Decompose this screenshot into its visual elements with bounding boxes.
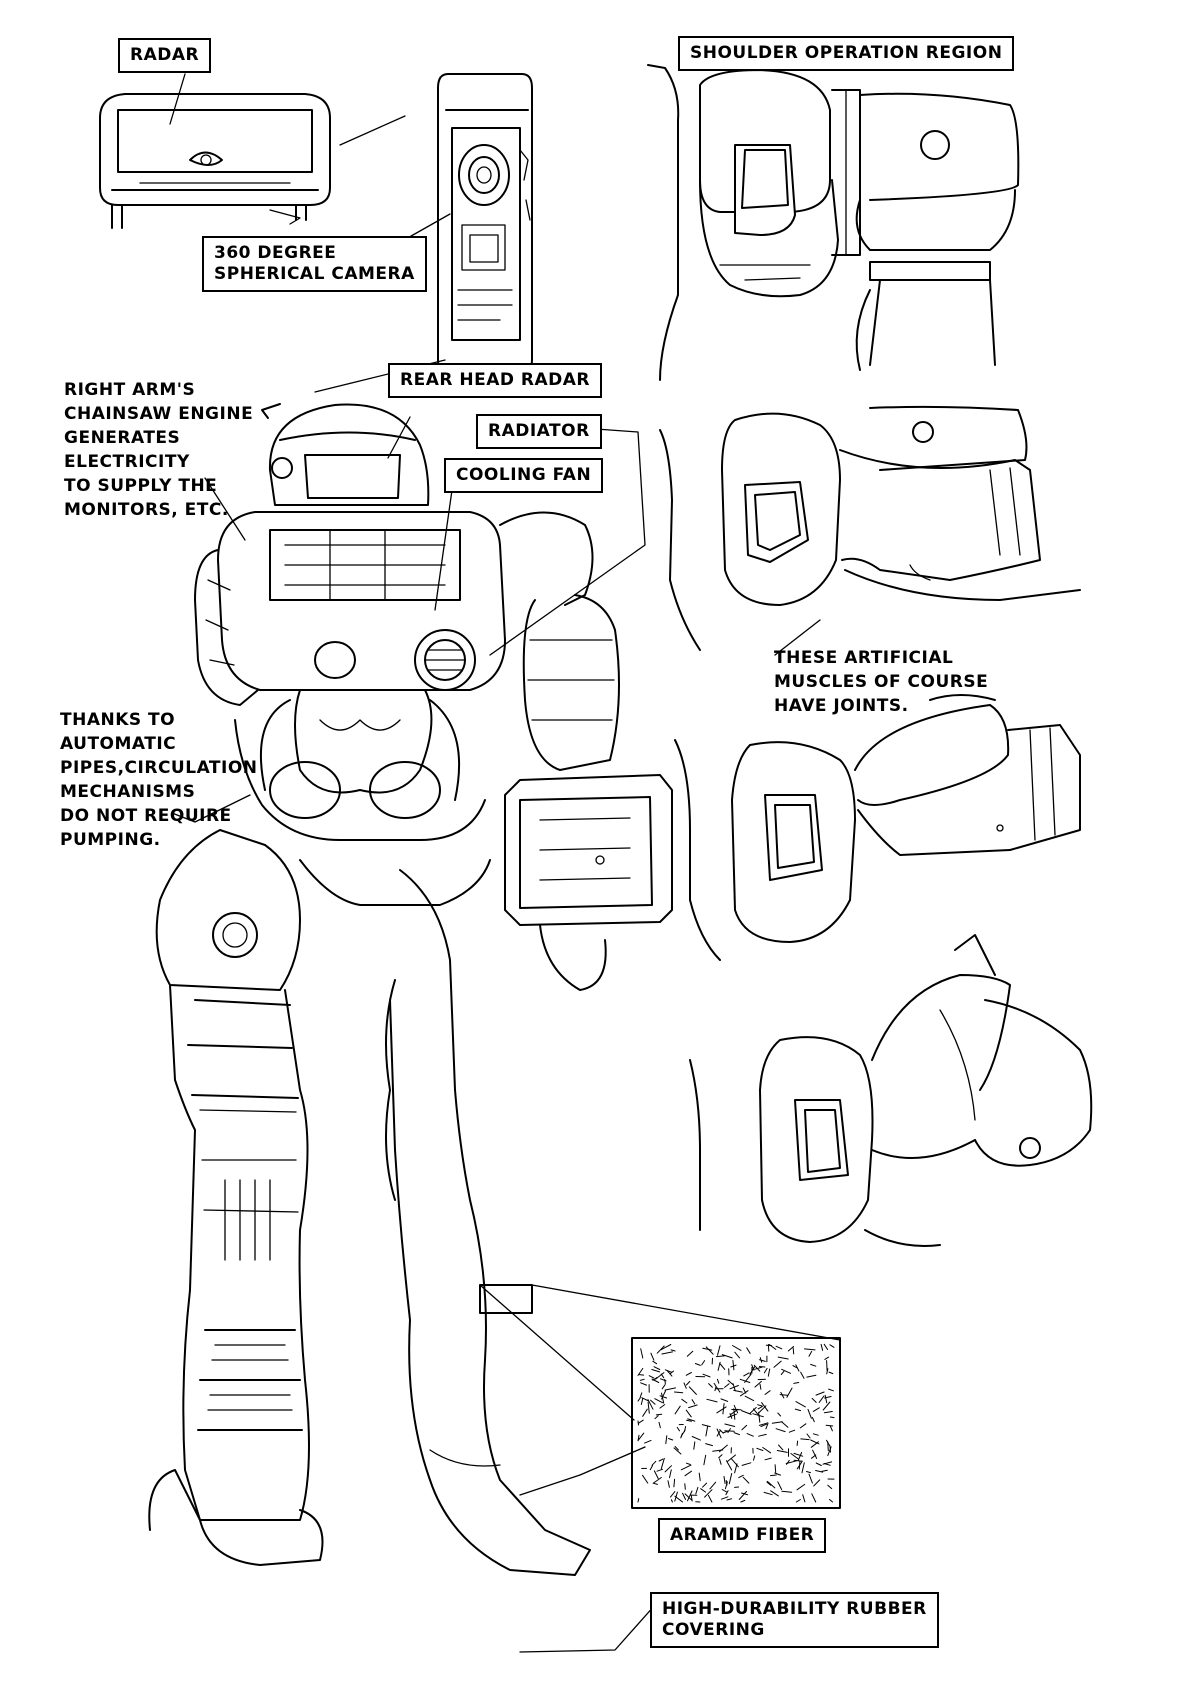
pipes-note-line: AUTOMATIC bbox=[60, 734, 177, 754]
chainsaw-note-line: RIGHT ARM'S bbox=[64, 380, 196, 400]
pipes-note-line: THANKS TO bbox=[60, 710, 176, 730]
muscles-note-line: HAVE JOINTS. bbox=[774, 696, 909, 716]
shoulder-view-1 bbox=[647, 64, 1020, 381]
camera-label: 360 DEGREE SPHERICAL CAMERA bbox=[202, 236, 427, 292]
camera-label-line2: SPHERICAL CAMERA bbox=[214, 264, 415, 284]
aramid-fiber-label: ARAMID FIBER bbox=[658, 1518, 827, 1553]
pipes-note-line: DO NOT REQUIRE bbox=[60, 806, 232, 826]
radar-label: RADAR bbox=[118, 38, 212, 73]
shoulder-view-2 bbox=[659, 405, 1081, 651]
camera-column-drawing bbox=[437, 73, 533, 373]
rubber-label-line1: HIGH-DURABILITY RUBBER bbox=[662, 1599, 927, 1619]
pipes-note: THANKS TO AUTOMATIC PIPES,CIRCULATION ME… bbox=[60, 708, 258, 852]
muscles-note: THESE ARTIFICIAL MUSCLES OF COURSE HAVE … bbox=[774, 646, 988, 718]
chainsaw-note-line: TO SUPPLY THE bbox=[64, 476, 218, 496]
shoulder-region-label: SHOULDER OPERATION REGION bbox=[678, 36, 1015, 71]
aramid-swatch-drawing bbox=[479, 1284, 841, 1509]
rubber-label-line2: COVERING bbox=[662, 1620, 765, 1640]
camera-label-line1: 360 DEGREE bbox=[214, 243, 337, 263]
chainsaw-note-line: MONITORS, ETC. bbox=[64, 500, 229, 520]
muscles-note-line: THESE ARTIFICIAL bbox=[774, 648, 954, 668]
muscles-note-line: MUSCLES OF COURSE bbox=[774, 672, 989, 692]
rear-head-radar-label: REAR HEAD RADAR bbox=[388, 363, 603, 398]
shoulder-view-4 bbox=[689, 934, 1093, 1247]
robot-back-drawing bbox=[148, 403, 673, 1576]
radar-drawing bbox=[99, 93, 331, 229]
chainsaw-note: RIGHT ARM'S CHAINSAW ENGINE GENERATES EL… bbox=[64, 378, 253, 522]
cooling-fan-label: COOLING FAN bbox=[444, 458, 604, 493]
chainsaw-note-line: GENERATES bbox=[64, 428, 181, 448]
pipes-note-line: PIPES,CIRCULATION bbox=[60, 758, 258, 778]
pipes-note-line: PUMPING. bbox=[60, 830, 161, 850]
radiator-label: RADIATOR bbox=[476, 414, 602, 449]
chainsaw-note-line: CHAINSAW ENGINE bbox=[64, 404, 254, 424]
shoulder-view-3 bbox=[674, 694, 1081, 961]
rubber-covering-label: HIGH-DURABILITY RUBBER COVERING bbox=[650, 1592, 939, 1648]
chainsaw-note-line: ELECTRICITY bbox=[64, 452, 190, 472]
pipes-note-line: MECHANISMS bbox=[60, 782, 196, 802]
